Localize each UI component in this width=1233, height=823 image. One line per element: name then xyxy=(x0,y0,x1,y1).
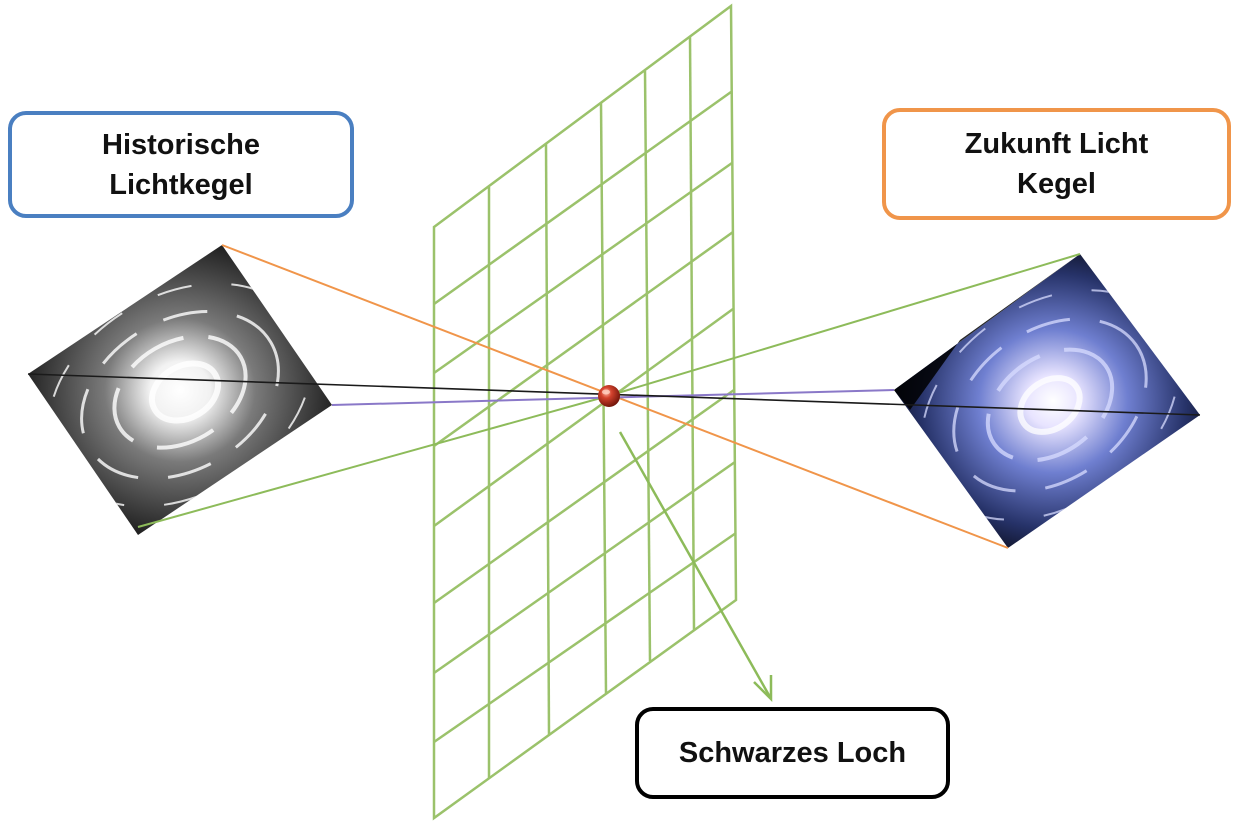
grid-hline xyxy=(433,388,735,605)
grid-vline xyxy=(688,36,696,631)
ray-green-left xyxy=(137,395,609,528)
grid-hline xyxy=(433,230,734,448)
grid-vline xyxy=(643,70,652,662)
grid-hline xyxy=(433,161,733,375)
pointer-arrow xyxy=(618,431,773,703)
future-label-line1: Zukunft Licht xyxy=(964,128,1149,160)
plane-grid xyxy=(432,3,738,821)
black-hole-label: Schwarzes Loch xyxy=(635,707,950,799)
grid-hline xyxy=(433,307,734,528)
grid-hline xyxy=(433,460,736,675)
grid-hline xyxy=(433,90,732,306)
black-hole-icon xyxy=(598,385,620,407)
future-light-cone-label: Zukunft Licht Kegel xyxy=(882,108,1231,220)
future-label-line2: Kegel xyxy=(1017,168,1096,200)
grid-border xyxy=(432,3,738,821)
ray-green-right xyxy=(607,253,1081,397)
grid-vline xyxy=(544,143,551,736)
black-hole-label-text: Schwarzes Loch xyxy=(678,737,907,769)
left-galaxy-image xyxy=(28,245,332,535)
historic-label-line2: Lichtkegel xyxy=(109,168,253,201)
historic-label-line1: Historische xyxy=(102,128,260,161)
historic-light-cone-label: Historische Lichtkegel xyxy=(8,111,354,218)
grid-hline xyxy=(433,531,737,744)
